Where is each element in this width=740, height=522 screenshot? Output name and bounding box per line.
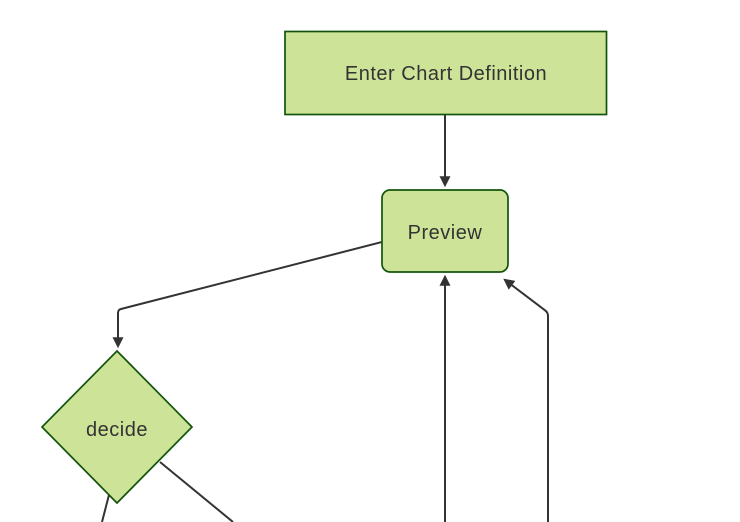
node-enter-chart-definition: Enter Chart Definition (284, 30, 608, 116)
node-decide-label: decide (86, 419, 148, 441)
edge-decide-to-bottom-left (101, 490, 111, 522)
edge-preview-to-decide (112, 241, 383, 349)
node-decide-shape (40, 349, 194, 505)
node-decide: decide (40, 349, 194, 505)
node-preview-shape (381, 189, 509, 273)
edge-group (101, 114, 549, 522)
edge-bottom-to-preview-bent (503, 278, 549, 522)
node-preview: Preview (381, 189, 509, 273)
node-preview-label: Preview (408, 222, 483, 244)
edge-decide-to-bottom-right (159, 461, 234, 522)
node-enter-chart-definition-shape (284, 30, 608, 116)
node-enter-chart-definition-label: Enter Chart Definition (345, 63, 547, 85)
